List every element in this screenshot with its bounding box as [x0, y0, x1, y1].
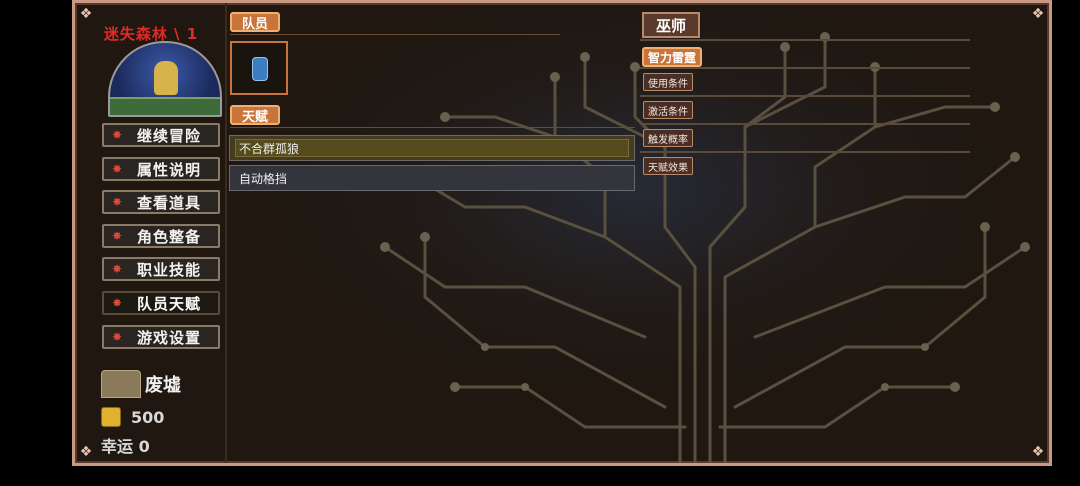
corner-ornament-icon: ❖ — [79, 444, 93, 460]
divider — [230, 127, 635, 128]
gold-coin-icon — [101, 407, 121, 427]
location-display: 废墟 — [101, 369, 221, 399]
activate-condition-label: 激活条件 — [643, 101, 693, 119]
divider — [640, 39, 970, 41]
ruins-icon — [101, 370, 141, 398]
talents-tab[interactable]: 天赋 — [230, 105, 281, 125]
corner-ornament-icon: ❖ — [79, 6, 93, 22]
game-frame: ❖ ❖ ❖ ❖ — [72, 0, 1052, 466]
talent-effect-label: 天赋效果 — [643, 157, 693, 175]
attribute-info-button[interactable]: ✸ 属性说明 — [102, 157, 220, 181]
zone-portrait — [108, 41, 222, 117]
member-slot[interactable] — [230, 41, 288, 95]
luck-value: 幸运 0 — [101, 437, 150, 456]
menu-gem-icon: ✸ — [111, 195, 123, 209]
divider — [640, 95, 970, 97]
use-condition-label: 使用条件 — [643, 73, 693, 91]
divider — [230, 34, 560, 35]
divider — [640, 151, 970, 153]
gold-display: 500 — [101, 407, 164, 427]
wizard-sprite-icon — [252, 57, 268, 81]
talent-tree-background — [225, 7, 1049, 463]
trigger-chance-label: 触发概率 — [643, 129, 693, 147]
skill-name-label: 智力雷霆 — [642, 47, 703, 67]
left-menu-panel: 迷失森林 \ 1 ✸ 继续冒险 ✸ 属性说明 ✸ 查看道具 ✸ 角色整备 ✸ 职… — [75, 3, 227, 463]
character-equip-button[interactable]: ✸ 角色整备 — [102, 224, 220, 248]
talent-row-selected[interactable]: 不合群孤狼 — [229, 135, 635, 161]
talent-label: 自动格挡 — [239, 171, 288, 186]
menu-gem-icon: ✸ — [111, 330, 123, 344]
member-talents-button[interactable]: ✸ 队员天赋 — [102, 291, 220, 315]
class-skills-button[interactable]: ✸ 职业技能 — [102, 257, 220, 281]
menu-gem-icon: ✸ — [111, 296, 123, 310]
talent-row[interactable]: 自动格挡 — [229, 165, 635, 191]
menu-gem-icon: ✸ — [111, 162, 123, 176]
class-name-label: 巫师 — [642, 12, 700, 38]
talent-label: 不合群孤狼 — [239, 141, 300, 156]
members-tab[interactable]: 队员 — [230, 12, 281, 32]
divider — [640, 67, 970, 69]
location-name: 废墟 — [145, 375, 181, 396]
view-items-button[interactable]: ✸ 查看道具 — [102, 190, 220, 214]
menu-gem-icon: ✸ — [111, 262, 123, 276]
zone-title: 迷失森林 \ 1 — [103, 25, 199, 43]
divider — [640, 123, 970, 125]
menu-gem-icon: ✸ — [111, 128, 123, 142]
gold-amount: 500 — [131, 407, 165, 427]
menu-gem-icon: ✸ — [111, 229, 123, 243]
continue-adventure-button[interactable]: ✸ 继续冒险 — [102, 123, 220, 147]
game-settings-button[interactable]: ✸ 游戏设置 — [102, 325, 220, 349]
